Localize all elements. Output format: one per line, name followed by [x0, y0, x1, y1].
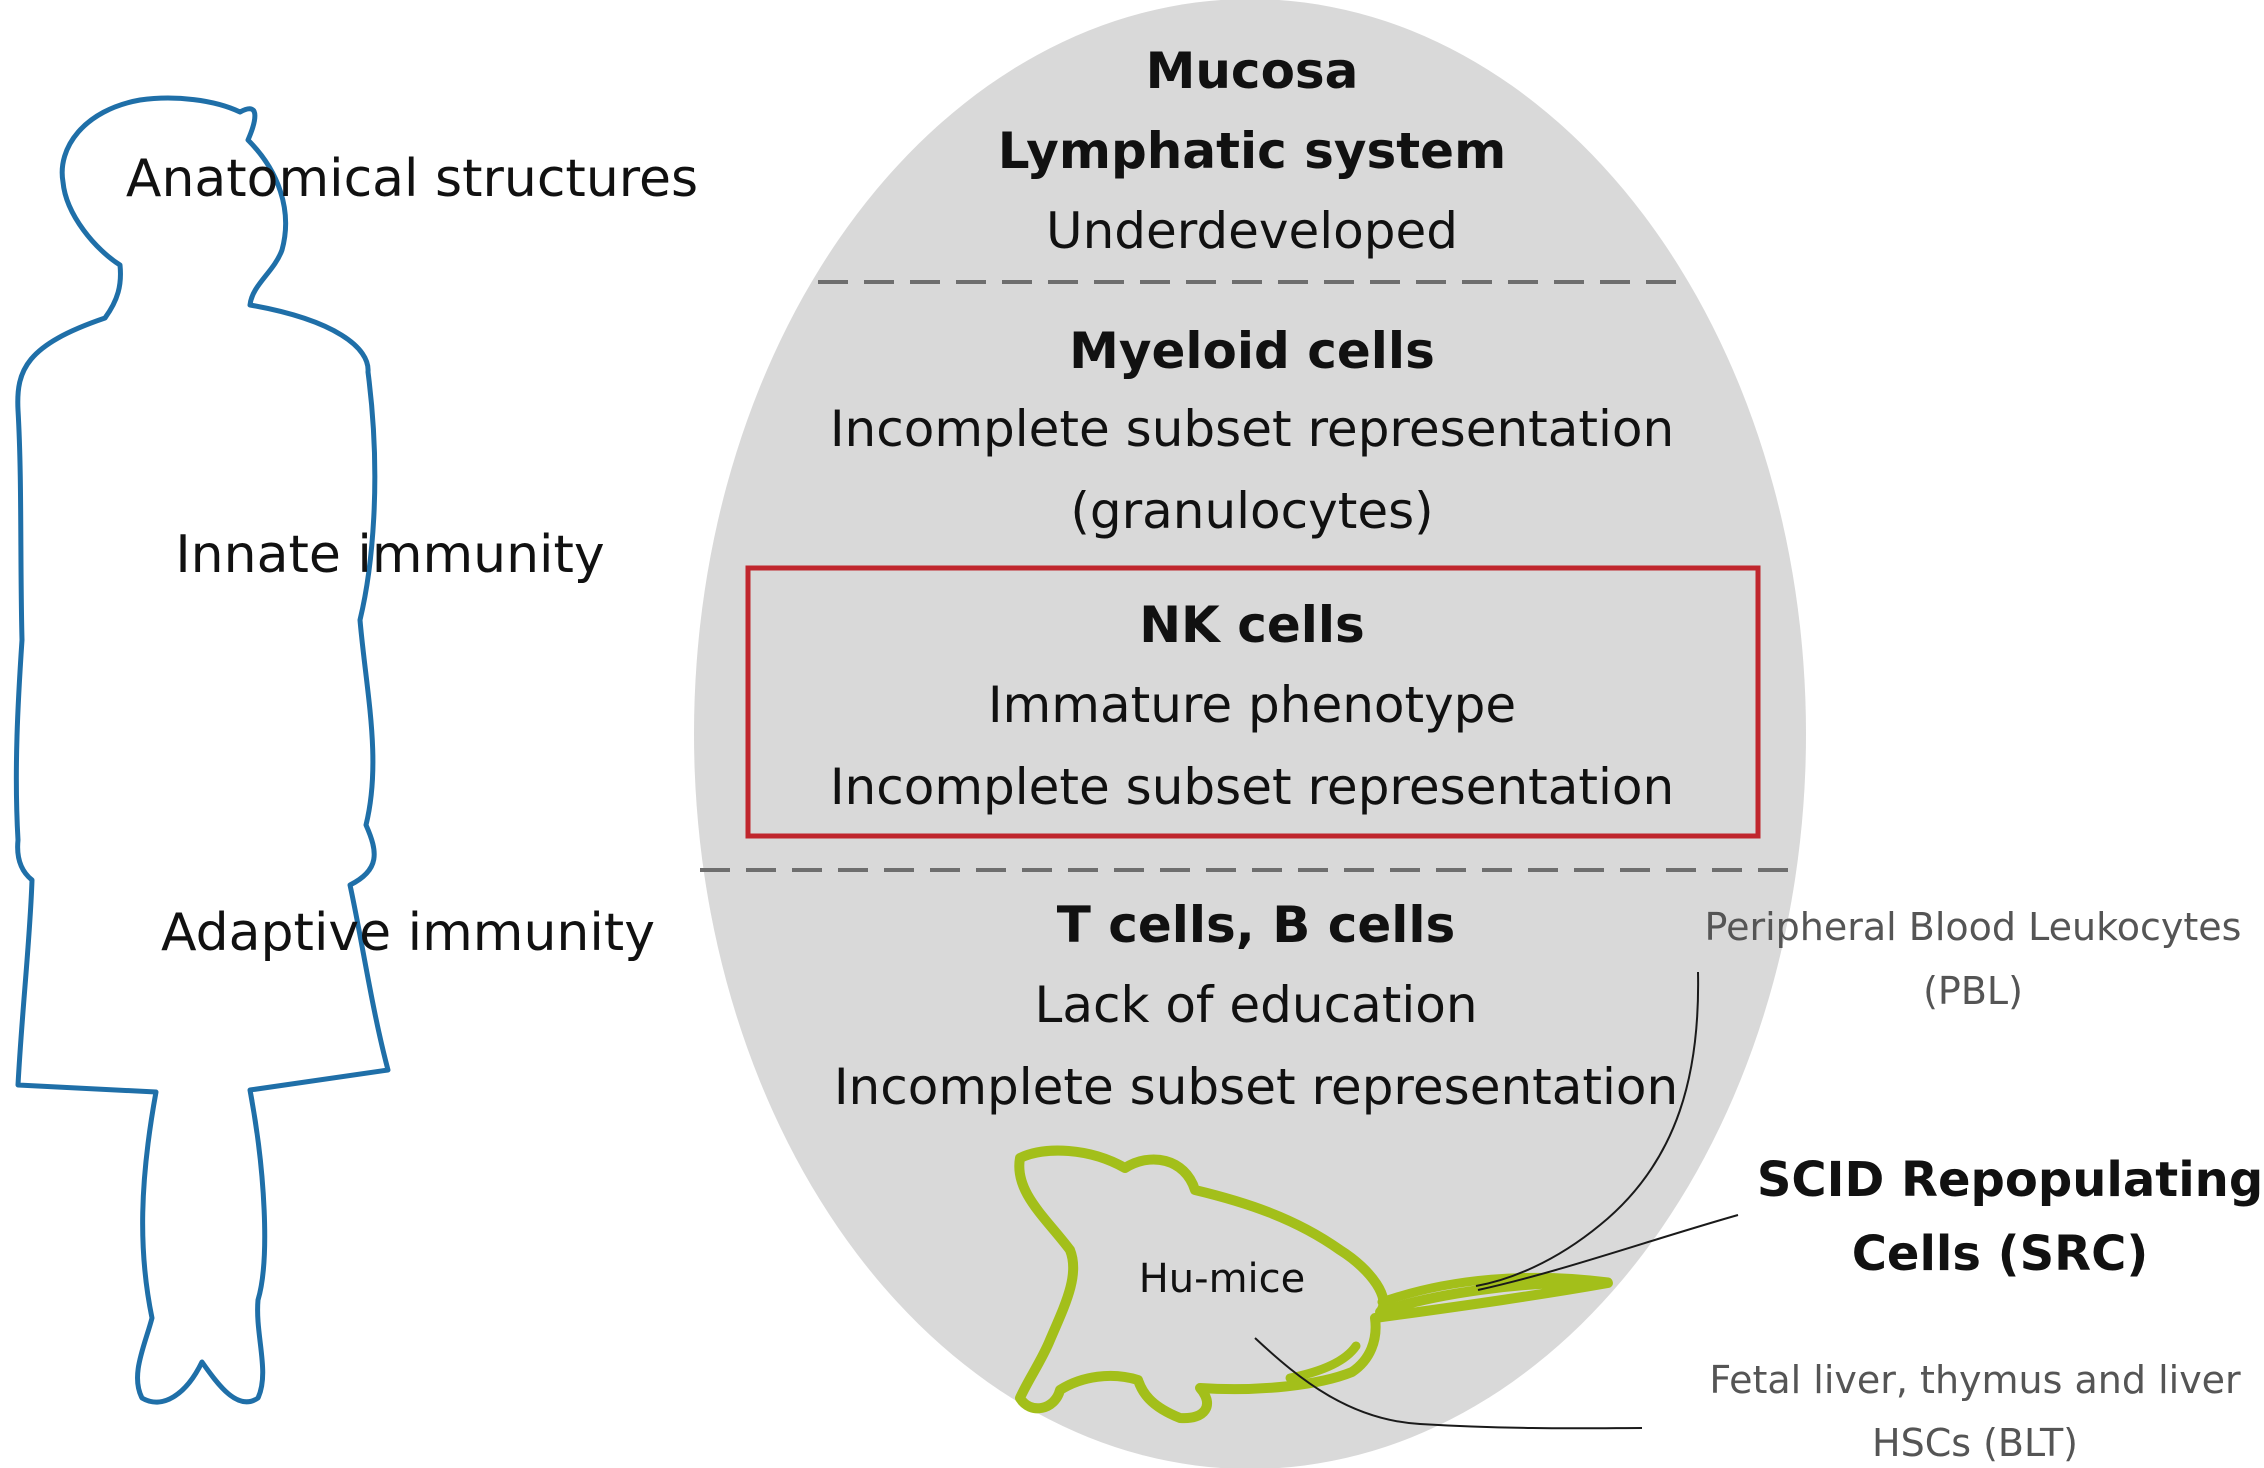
immune-ellipse: [694, 0, 1806, 1468]
adaptive-detail-2: Incomplete subset representation: [834, 1058, 1678, 1116]
mouse-outline-icon: [1014, 1145, 1613, 1424]
adaptive-detail-1: Lack of education: [1034, 976, 1477, 1034]
blt-pointer-line: [1254, 1337, 1643, 1430]
pbl-pointer-line: [1475, 971, 1700, 1287]
blt-label-line2: HSCs (BLT): [1872, 1421, 2078, 1465]
nk-detail-1: Immature phenotype: [988, 676, 1516, 734]
adaptive-title: T cells, B cells: [1057, 896, 1456, 954]
myeloid-title: Myeloid cells: [1069, 322, 1435, 380]
nk-highlight-box: [745, 565, 1761, 839]
nk-detail-2: Incomplete subset representation: [830, 758, 1674, 816]
anatomy-title-lymphatic: Lymphatic system: [998, 122, 1506, 180]
myeloid-detail-1: Incomplete subset representation: [830, 400, 1674, 458]
label-innate-immunity: Innate immunity: [175, 525, 604, 585]
src-pointer-line: [1477, 1214, 1739, 1291]
pbl-label-line2: (PBL): [1923, 969, 2023, 1013]
src-label-line2: Cells (SRC): [1852, 1226, 2149, 1282]
anatomy-detail: Underdeveloped: [1046, 202, 1458, 260]
mouse-label: Hu-mice: [1139, 1256, 1306, 1302]
mouse-hind-leg-icon: [1285, 1341, 1361, 1383]
label-anatomical-structures: Anatomical structures: [126, 149, 698, 209]
anatomy-title-mucosa: Mucosa: [1146, 42, 1359, 100]
src-label-line1: SCID Repopulating: [1757, 1152, 2263, 1208]
myeloid-detail-2: (granulocytes): [1070, 482, 1433, 540]
pbl-label-line1: Peripheral Blood Leukocytes: [1705, 905, 2242, 949]
mouse-tail-icon: [1377, 1272, 1613, 1307]
human-silhouette-icon: [13, 95, 391, 1405]
nk-title: NK cells: [1139, 596, 1365, 654]
blt-label-line1: Fetal liver, thymus and liver: [1709, 1358, 2241, 1402]
label-adaptive-immunity: Adaptive immunity: [161, 903, 655, 963]
